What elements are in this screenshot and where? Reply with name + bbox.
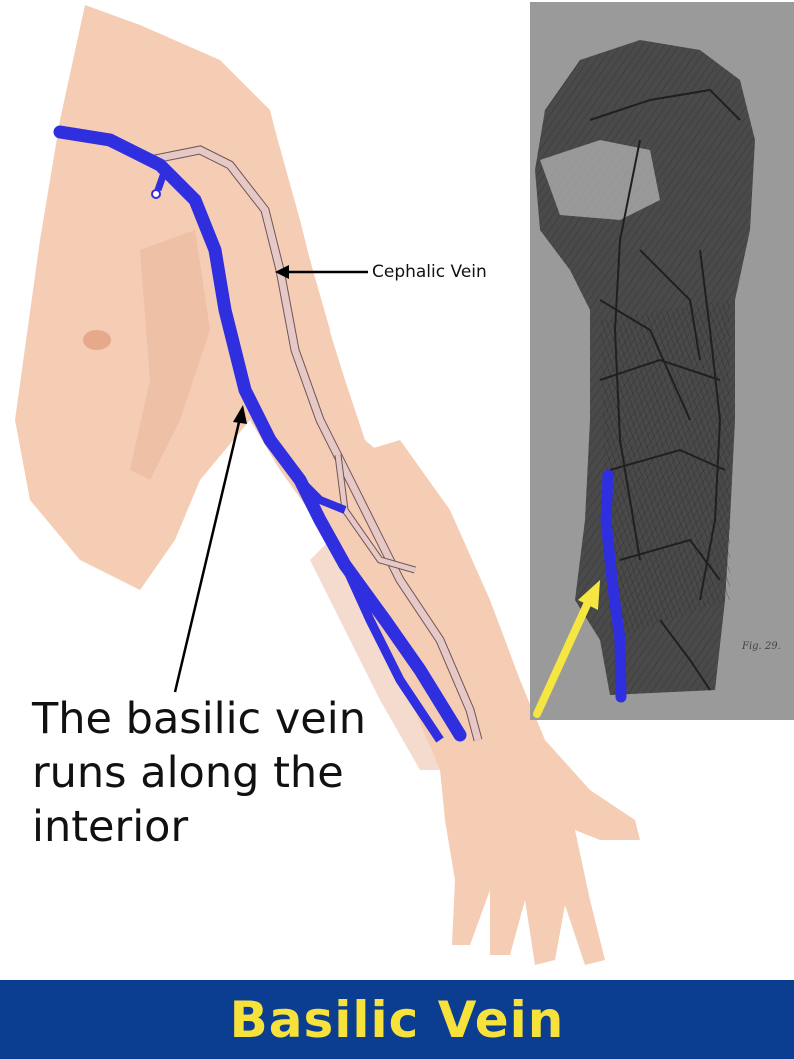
callout-line: interior: [32, 802, 189, 852]
arm-illustration: [15, 5, 640, 965]
anatomical-engraving: [530, 2, 794, 720]
arrow-pointer-icon: [173, 405, 247, 693]
armpit-shadow: [130, 230, 210, 480]
upper-arm: [180, 80, 430, 540]
cephalic-vein: [149, 145, 483, 742]
cephalic-arrow: [275, 265, 368, 279]
basilic-callout: The basilic vein runs along the interior: [32, 692, 452, 854]
forearm: [300, 440, 545, 770]
forearm-shadow: [310, 540, 440, 770]
engraving-basilic-vein: [600, 469, 627, 703]
title-bar: Basilic Vein: [0, 980, 794, 1059]
figure-caption: Fig. 29.: [742, 641, 781, 652]
hand: [440, 740, 640, 965]
yellow-arrow-icon: [533, 580, 600, 718]
nipple: [83, 330, 111, 350]
arm-diagram: [15, 2, 794, 965]
page-title: Basilic Vein: [229, 990, 565, 1049]
engraving-vessels: [589, 88, 741, 691]
basilic-vein: [53, 125, 467, 743]
callout-line: The basilic vein: [32, 694, 366, 744]
callout-line: runs along the: [32, 748, 344, 798]
cephalic-vein-label: Cephalic Vein: [372, 262, 487, 282]
